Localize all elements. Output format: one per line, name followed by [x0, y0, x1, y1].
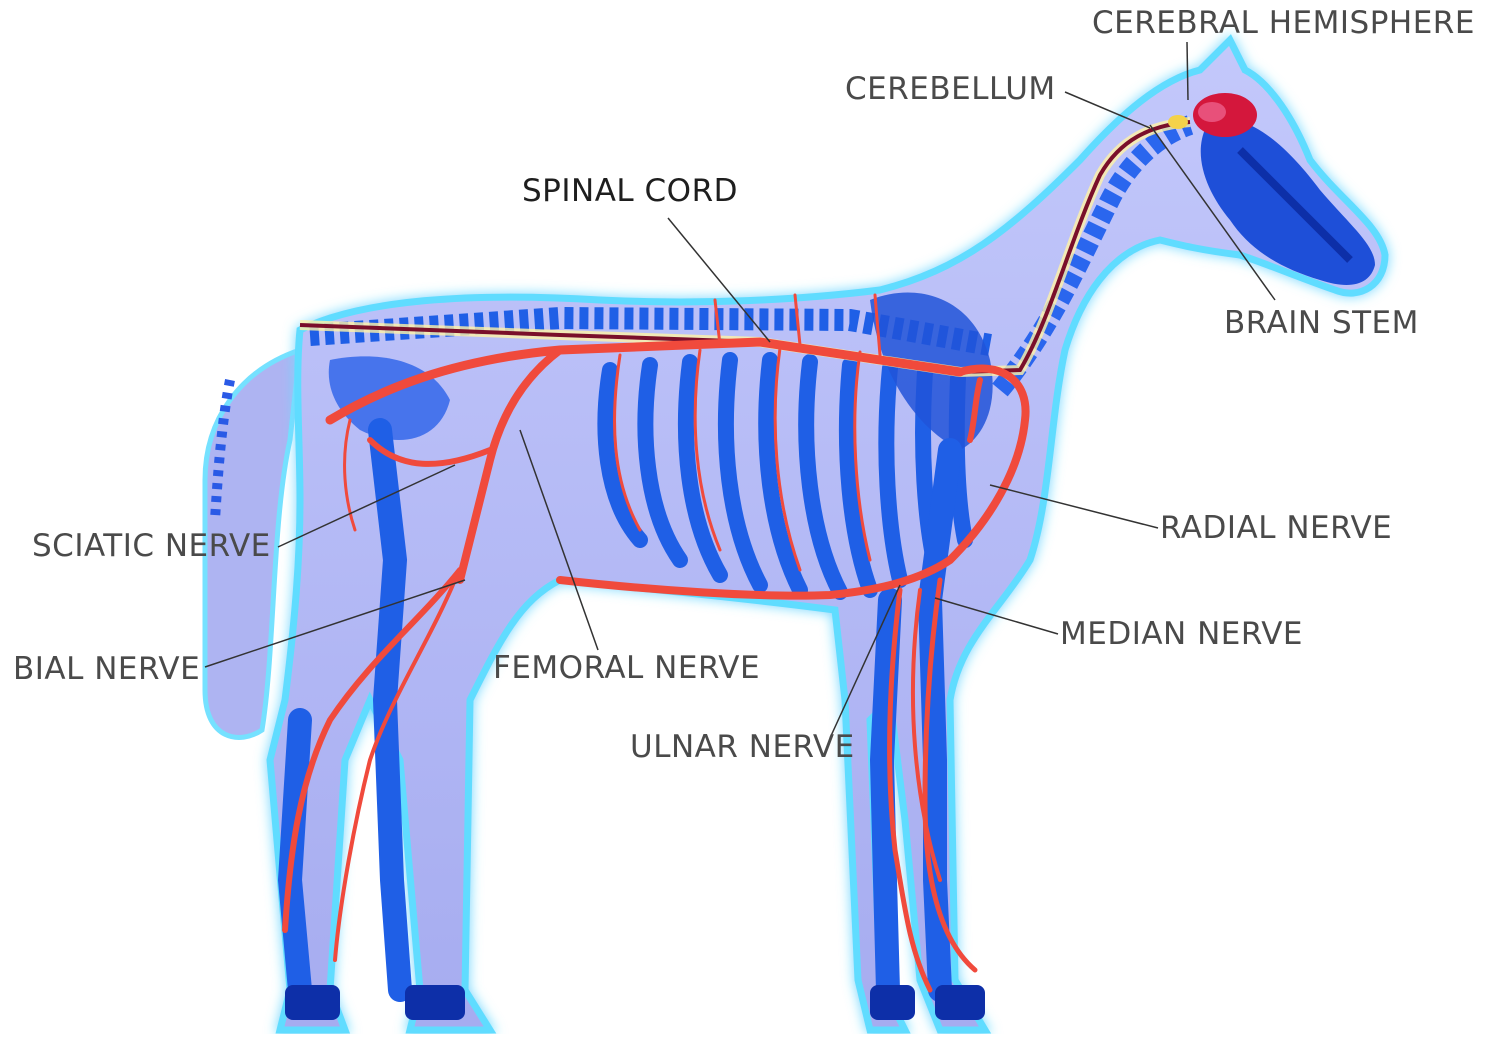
label-cerebral-hemisphere: CEREBRAL HEMISPHERE: [1092, 8, 1475, 39]
label-cerebellum: CEREBELLUM: [845, 74, 1056, 105]
leader-cerebral-hemisphere: [1187, 42, 1188, 100]
label-brain-stem: BRAIN STEM: [1224, 308, 1419, 339]
label-median-nerve: MEDIAN NERVE: [1060, 619, 1303, 650]
label-spinal-cord: SPINAL CORD: [522, 176, 738, 207]
label-radial-nerve: RADIAL NERVE: [1160, 513, 1392, 544]
label-femoral-nerve: FEMORAL NERVE: [493, 653, 760, 684]
label-bial-nerve: BIAL NERVE: [13, 654, 200, 685]
label-ulnar-nerve: ULNAR NERVE: [630, 732, 855, 763]
label-sciatic-nerve: SCIATIC NERVE: [32, 531, 271, 562]
